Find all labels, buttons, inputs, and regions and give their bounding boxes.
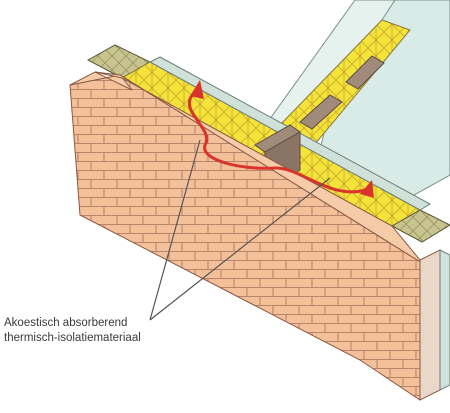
partition-stud: [345, 55, 385, 90]
arrow-head: [360, 180, 374, 198]
partition-wall: [261, 0, 450, 201]
annotation-line-2: thermisch-isolatiemateriaal: [4, 332, 141, 344]
annotation-line-1: Akoestisch absorberend: [4, 317, 128, 329]
inner-leaf-block: [390, 209, 450, 243]
arrow-curve: [187, 90, 366, 194]
arrow-head: [190, 80, 204, 99]
brick-outer-leaf: [69, 71, 450, 401]
partition-stud: [299, 94, 343, 130]
leader-line: [149, 139, 201, 321]
sound-path-arrow: [187, 80, 374, 198]
leader-line: [149, 177, 331, 321]
leader-lines: [149, 139, 331, 321]
